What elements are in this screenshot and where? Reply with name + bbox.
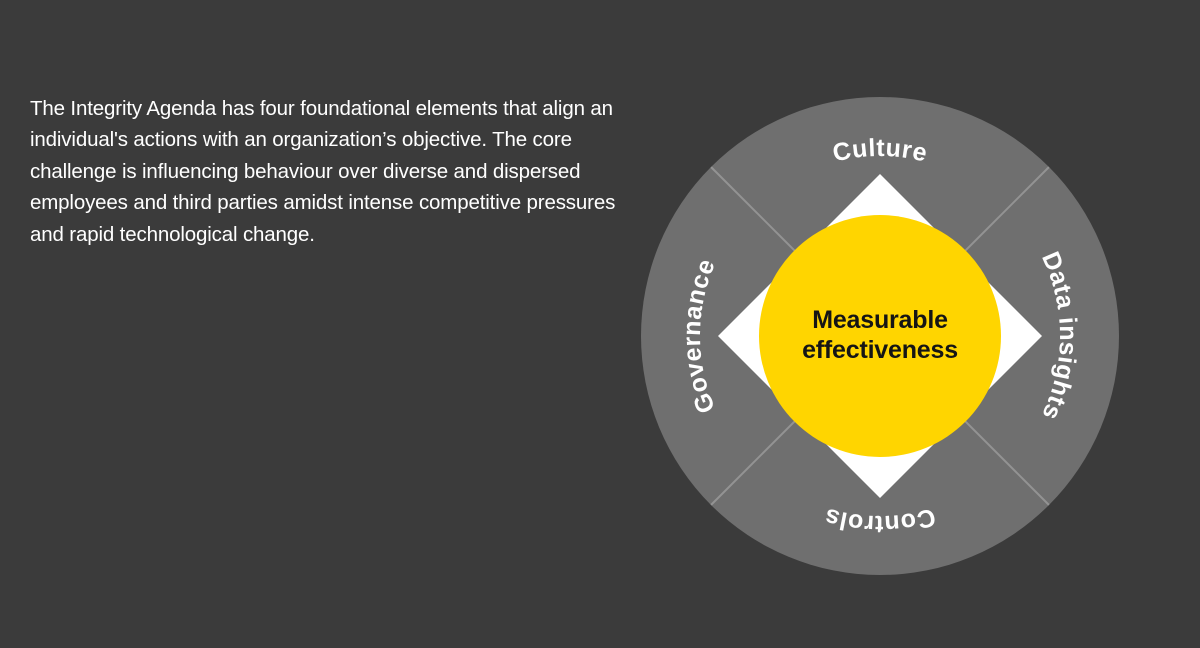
quadrant-label-culture-text: Culture [830, 134, 929, 168]
quadrant-label-culture: Culture [830, 134, 930, 168]
hub-text-line-1: Measurable [812, 306, 948, 334]
hub-circle [759, 215, 1001, 457]
hub-text-line-2: effectiveness [802, 336, 958, 364]
integrity-agenda-wheel-diagram: Culture Data insights Controls Governanc… [640, 96, 1120, 576]
body-paragraph: The Integrity Agenda has four foundation… [30, 96, 621, 246]
wheel-svg: Culture Data insights Controls Governanc… [641, 97, 1119, 575]
